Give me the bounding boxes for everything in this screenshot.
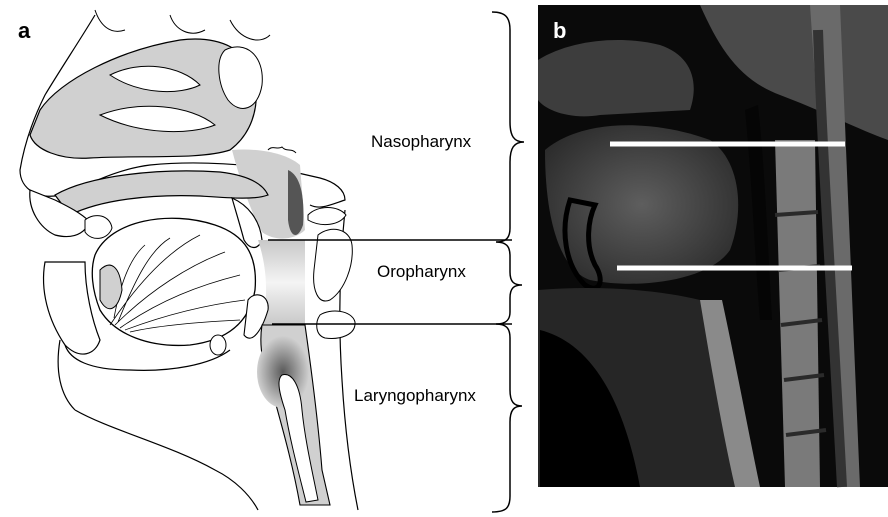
mri-tongue — [545, 125, 738, 284]
laryngopharynx-label: Laryngopharynx — [354, 386, 476, 406]
oropharynx-label: Oropharynx — [377, 262, 466, 282]
nasopharynx-label: Nasopharynx — [371, 132, 471, 152]
panel-b-label: b — [553, 20, 566, 42]
panel-a-label: a — [18, 20, 30, 42]
mri-face-upper — [538, 40, 694, 116]
